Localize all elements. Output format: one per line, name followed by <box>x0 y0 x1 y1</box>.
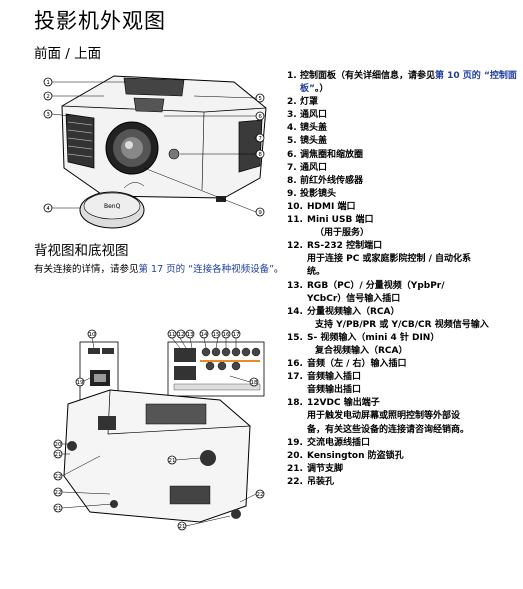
rear-desc-suffix: 。 <box>274 264 284 275</box>
rear-section-title: 背视图和底视图 <box>34 243 129 259</box>
rear-callout-18: 18 <box>251 380 258 386</box>
page-title: 投影机外观图 <box>34 9 166 33</box>
front-callout-2: 2 <box>46 94 50 100</box>
list-item: 17.音频输入插口 <box>287 372 362 383</box>
list-item: 20.Kensington 防盗锁孔 <box>287 450 404 461</box>
list-item-continuation: 备，有关这些设备的连接请咨询经销商。 <box>307 424 470 435</box>
list-item: 21.调节支脚 <box>287 463 344 474</box>
rear-callout-11: 11 <box>169 332 176 338</box>
list-item-continuation: YCbCr）信号输入插口 <box>307 293 401 304</box>
list-item: 22.吊装孔 <box>287 476 335 487</box>
lens-cap-logo: BenQ <box>104 203 121 210</box>
rear-desc-prefix: 有关连接的详情，请参见 <box>34 264 139 275</box>
list-item: 9.投影镜头 <box>287 188 337 199</box>
rear-callout-15: 15 <box>213 332 220 338</box>
list-item-continuation: 支持 Y/PB/PR 或 Y/CB/CR 视频信号输入 <box>315 319 489 330</box>
list-item: 10.HDMI 端口 <box>287 201 356 212</box>
rear-callout-13: 13 <box>187 332 194 338</box>
rear-callout-19: 19 <box>77 380 84 386</box>
list-item: 18.12VDC 输出端子 <box>287 398 380 409</box>
rear-callout-17: 17 <box>233 332 240 338</box>
rear-callout-22b: 22 <box>55 490 62 496</box>
rear-section-description: 有关连接的详情，请参见第 17 页的 “连接各种视频设备”。 <box>34 263 284 277</box>
list-item: 4.镜头盖 <box>287 123 328 134</box>
rear-callout-10: 10 <box>89 332 96 338</box>
list-item: 14.分量视频输入（RCA） <box>287 306 400 317</box>
front-callout-6: 6 <box>258 114 262 120</box>
front-projector-diagram: BenQ 1 2 3 4 5 6 7 8 9 <box>43 75 267 229</box>
list-item-continuation: 用于触发电动屏幕或照明控制等外部设 <box>307 411 461 422</box>
rear-callout-12: 12 <box>178 332 185 338</box>
control-panel-link[interactable]: 第 10 页的 “控制面板” <box>300 71 517 95</box>
list-item: 12.RS-232 控制端口 <box>287 241 383 252</box>
rear-callout-21a: 21 <box>55 452 62 458</box>
rear-callout-16: 16 <box>223 332 230 338</box>
list-item: 3.通风口 <box>287 110 328 121</box>
list-item-continuation: 复合视频输入（RCA） <box>315 345 408 356</box>
rear-callout-21b: 21 <box>55 506 62 512</box>
list-item: 8.前红外线传感器 <box>287 175 364 186</box>
rear-callout-21d: 21 <box>179 524 186 530</box>
parts-list: 1.控制面板（有关详细信息，请参见第 10 页的 “控制面板”。） 2.灯罩 3… <box>287 70 523 489</box>
list-item-continuation: （用于服务） <box>315 228 370 239</box>
front-section-title: 前面 / 上面 <box>34 46 102 62</box>
list-item: 15.S- 视频输入（mini 4 针 DIN） <box>287 332 440 343</box>
rear-callout-20: 20 <box>55 442 62 448</box>
front-callout-4: 4 <box>46 206 50 212</box>
list-item: 1.控制面板（有关详细信息，请参见第 10 页的 “控制面板”。） <box>287 71 517 95</box>
rear-desc-link[interactable]: 第 17 页的 “连接各种视频设备” <box>138 264 275 275</box>
list-item: 16.音频（左 / 右）输入插口 <box>287 359 407 370</box>
list-item-continuation: 音频输出插口 <box>307 385 362 396</box>
rear-callout-21c: 21 <box>169 458 176 464</box>
rear-callout-22a: 22 <box>55 474 62 480</box>
front-callout-7: 7 <box>258 136 262 142</box>
front-callout-3: 3 <box>46 112 50 118</box>
rear-projector-diagram: 10 19 11 12 13 14 15 16 17 18 20 21 22 2… <box>53 329 265 531</box>
list-item: 2.灯罩 <box>287 97 319 108</box>
list-item: 13.RGB（PC）/ 分量视频（YpbPr/ <box>287 280 445 291</box>
list-item: 11.Mini USB 端口 <box>287 215 374 226</box>
list-item: 19.交流电源线插口 <box>287 437 371 448</box>
front-callout-5: 5 <box>258 96 262 102</box>
list-item: 5.镜头盖 <box>287 136 328 147</box>
rear-callout-14: 14 <box>201 332 208 338</box>
list-item-continuation: 统。 <box>307 267 326 278</box>
list-item: 7.通风口 <box>287 162 328 173</box>
front-callout-8: 8 <box>258 152 262 158</box>
front-callout-9: 9 <box>258 210 262 216</box>
list-item: 6.调焦圈和缩放圈 <box>287 149 364 160</box>
list-item-continuation: 用于连接 PC 或家庭影院控制 / 自动化系 <box>307 254 472 265</box>
front-callout-1: 1 <box>46 80 50 86</box>
rear-callout-22c: 22 <box>257 492 264 498</box>
